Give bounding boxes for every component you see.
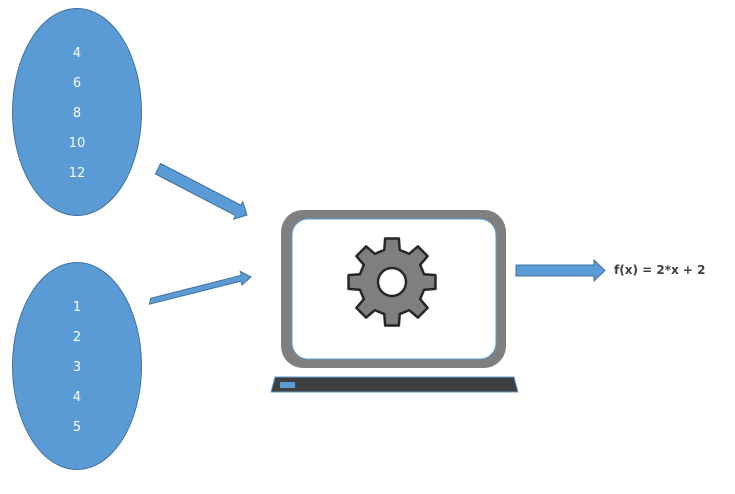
function-formula: f(x) = 2*x + 2 (614, 263, 706, 277)
arrow-icon (154, 162, 248, 221)
output-values-ellipse: 4 6 8 10 12 (12, 8, 142, 216)
input-value: 5 (72, 420, 82, 435)
input-value: 4 (72, 390, 82, 405)
input-value: 3 (72, 360, 82, 375)
arrow-icon (515, 258, 606, 283)
arrow-icon (148, 270, 252, 305)
output-value: 6 (72, 76, 82, 91)
output-value: 4 (72, 46, 82, 61)
input-value: 2 (72, 330, 82, 345)
output-value: 8 (72, 106, 82, 121)
laptop-icon (270, 210, 519, 393)
input-value: 1 (72, 300, 82, 315)
gear-icon (347, 237, 437, 327)
output-value: 10 (68, 136, 86, 151)
output-value: 12 (68, 166, 86, 181)
input-values-ellipse: 1 2 3 4 5 (12, 262, 142, 470)
